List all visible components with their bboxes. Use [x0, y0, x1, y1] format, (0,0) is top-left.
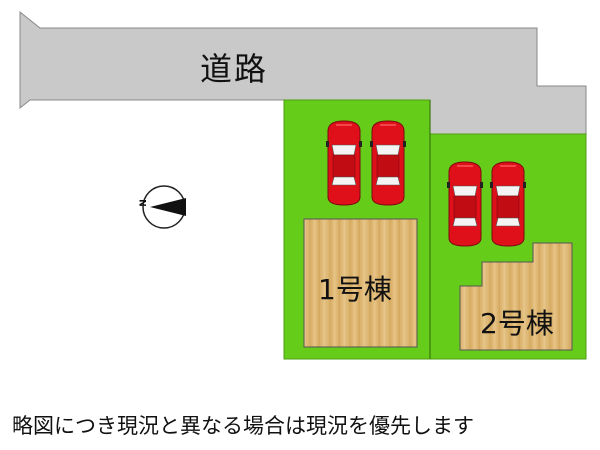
car-icon: [489, 161, 527, 247]
building-2-label: 2号棟: [480, 307, 554, 340]
building-1: [303, 218, 418, 348]
building-1-label: 1号棟: [318, 273, 392, 306]
north-arrow-icon: [142, 185, 186, 229]
car-icon: [446, 161, 484, 247]
north-label: N: [138, 199, 149, 207]
car-icon: [369, 120, 407, 206]
road-label: 道路: [200, 50, 269, 88]
car-icon: [325, 120, 363, 206]
building-2: [459, 242, 573, 351]
disclaimer-note: 略図につき現況と異なる場合は現況を優先します: [12, 414, 474, 438]
